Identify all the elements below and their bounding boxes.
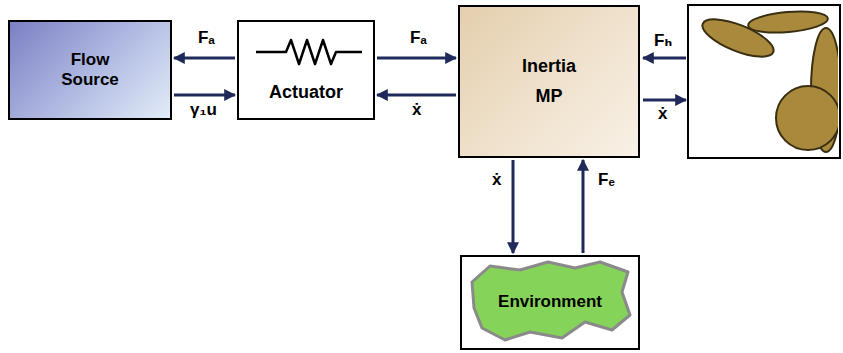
- node-text: MP: [536, 86, 563, 108]
- actuator-box: Actuator: [237, 20, 375, 120]
- signal-arrow: [174, 57, 235, 60]
- signal-label: γ₁u: [188, 100, 219, 120]
- signal-arrow: [174, 94, 235, 97]
- velocity-arrow: [643, 99, 686, 102]
- signal-arrow: [377, 94, 456, 97]
- spring-symbol: [256, 40, 362, 64]
- environment-box: Environment: [460, 255, 640, 350]
- environment-blob: [472, 262, 630, 340]
- hand-illustration: [698, 9, 838, 152]
- inertia-box: InertiaMP: [458, 5, 640, 158]
- signal-label: Fₐ: [196, 28, 217, 48]
- signal-label: ẋ: [490, 170, 503, 190]
- signal-arrow: [582, 160, 585, 253]
- signal-label: ẋ: [410, 100, 423, 120]
- source-box: Flow Source: [8, 20, 172, 120]
- signal-arrow: [377, 57, 456, 60]
- node-text: Flow Source: [45, 50, 135, 91]
- node-text: Environment: [498, 292, 602, 312]
- signal-arrow: [512, 160, 515, 253]
- signal-label: Fₕ: [652, 30, 674, 51]
- signal-label: Fₑ: [596, 170, 617, 190]
- signal-label: Fₐ: [408, 28, 429, 48]
- node-text: Inertia: [522, 56, 576, 78]
- signal-label: ẋ: [656, 104, 669, 124]
- node-text: Actuator: [269, 82, 343, 104]
- hand-box: [688, 5, 840, 158]
- force-arrow: [643, 57, 686, 60]
